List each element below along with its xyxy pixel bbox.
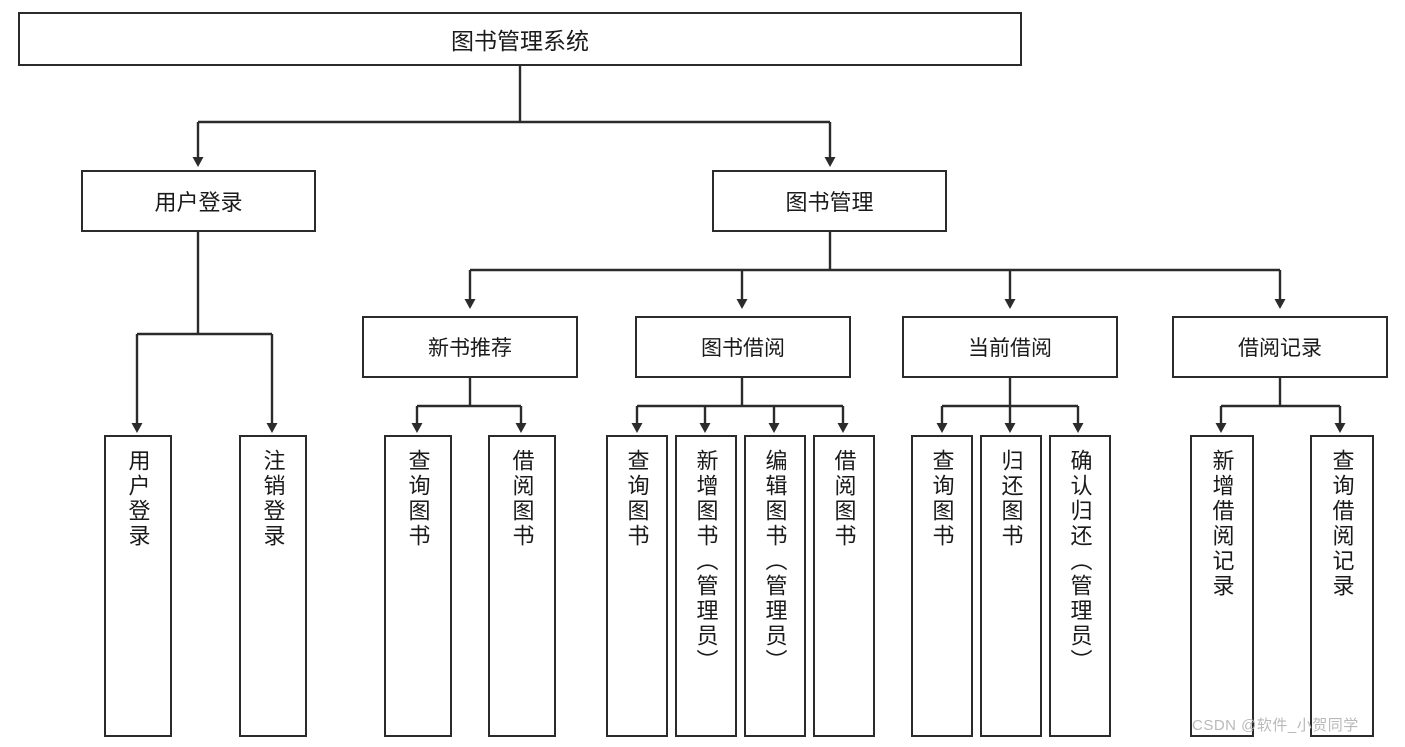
leaf-label: 查询借阅记录 <box>1329 449 1355 599</box>
node-root-system[interactable]: 图书管理系统 <box>18 12 1022 66</box>
leaf-user-login-login[interactable]: 用户登录 <box>104 435 172 737</box>
leaf-new-book-query[interactable]: 查询图书 <box>384 435 452 737</box>
leaf-book-borrow-query[interactable]: 查询图书 <box>606 435 668 737</box>
leaf-borrow-record-query[interactable]: 查询借阅记录 <box>1310 435 1374 737</box>
leaf-user-login-logout[interactable]: 注销登录 <box>239 435 307 737</box>
node-current-borrow[interactable]: 当前借阅 <box>902 316 1118 378</box>
leaf-label: 借阅图书 <box>509 449 535 549</box>
leaf-label: 编辑图书（管理员） <box>762 449 788 674</box>
leaf-current-borrow-query[interactable]: 查询图书 <box>911 435 973 737</box>
leaf-label: 新增图书（管理员） <box>693 449 719 674</box>
leaf-current-borrow-return[interactable]: 归还图书 <box>980 435 1042 737</box>
leaf-book-borrow-borrow[interactable]: 借阅图书 <box>813 435 875 737</box>
node-new-book-recommend[interactable]: 新书推荐 <box>362 316 578 378</box>
leaf-label: 新增借阅记录 <box>1209 449 1235 599</box>
leaf-book-borrow-add-admin[interactable]: 新增图书（管理员） <box>675 435 737 737</box>
leaf-borrow-record-add[interactable]: 新增借阅记录 <box>1190 435 1254 737</box>
leaf-label: 确认归还（管理员） <box>1067 449 1093 674</box>
leaf-label: 查询图书 <box>624 449 650 549</box>
leaf-current-borrow-confirm-admin[interactable]: 确认归还（管理员） <box>1049 435 1111 737</box>
leaf-label: 归还图书 <box>998 449 1024 549</box>
node-user-login[interactable]: 用户登录 <box>81 170 316 232</box>
leaf-new-book-borrow[interactable]: 借阅图书 <box>488 435 556 737</box>
leaf-label: 用户登录 <box>125 449 151 549</box>
node-book-borrow[interactable]: 图书借阅 <box>635 316 851 378</box>
leaf-label: 查询图书 <box>405 449 431 549</box>
leaf-label: 借阅图书 <box>831 449 857 549</box>
leaf-label: 查询图书 <box>929 449 955 549</box>
leaf-book-borrow-edit-admin[interactable]: 编辑图书（管理员） <box>744 435 806 737</box>
csdn-watermark: CSDN @软件_小贺同学 <box>1192 717 1359 734</box>
node-book-management[interactable]: 图书管理 <box>712 170 947 232</box>
leaf-label: 注销登录 <box>260 449 286 549</box>
node-borrow-record[interactable]: 借阅记录 <box>1172 316 1388 378</box>
